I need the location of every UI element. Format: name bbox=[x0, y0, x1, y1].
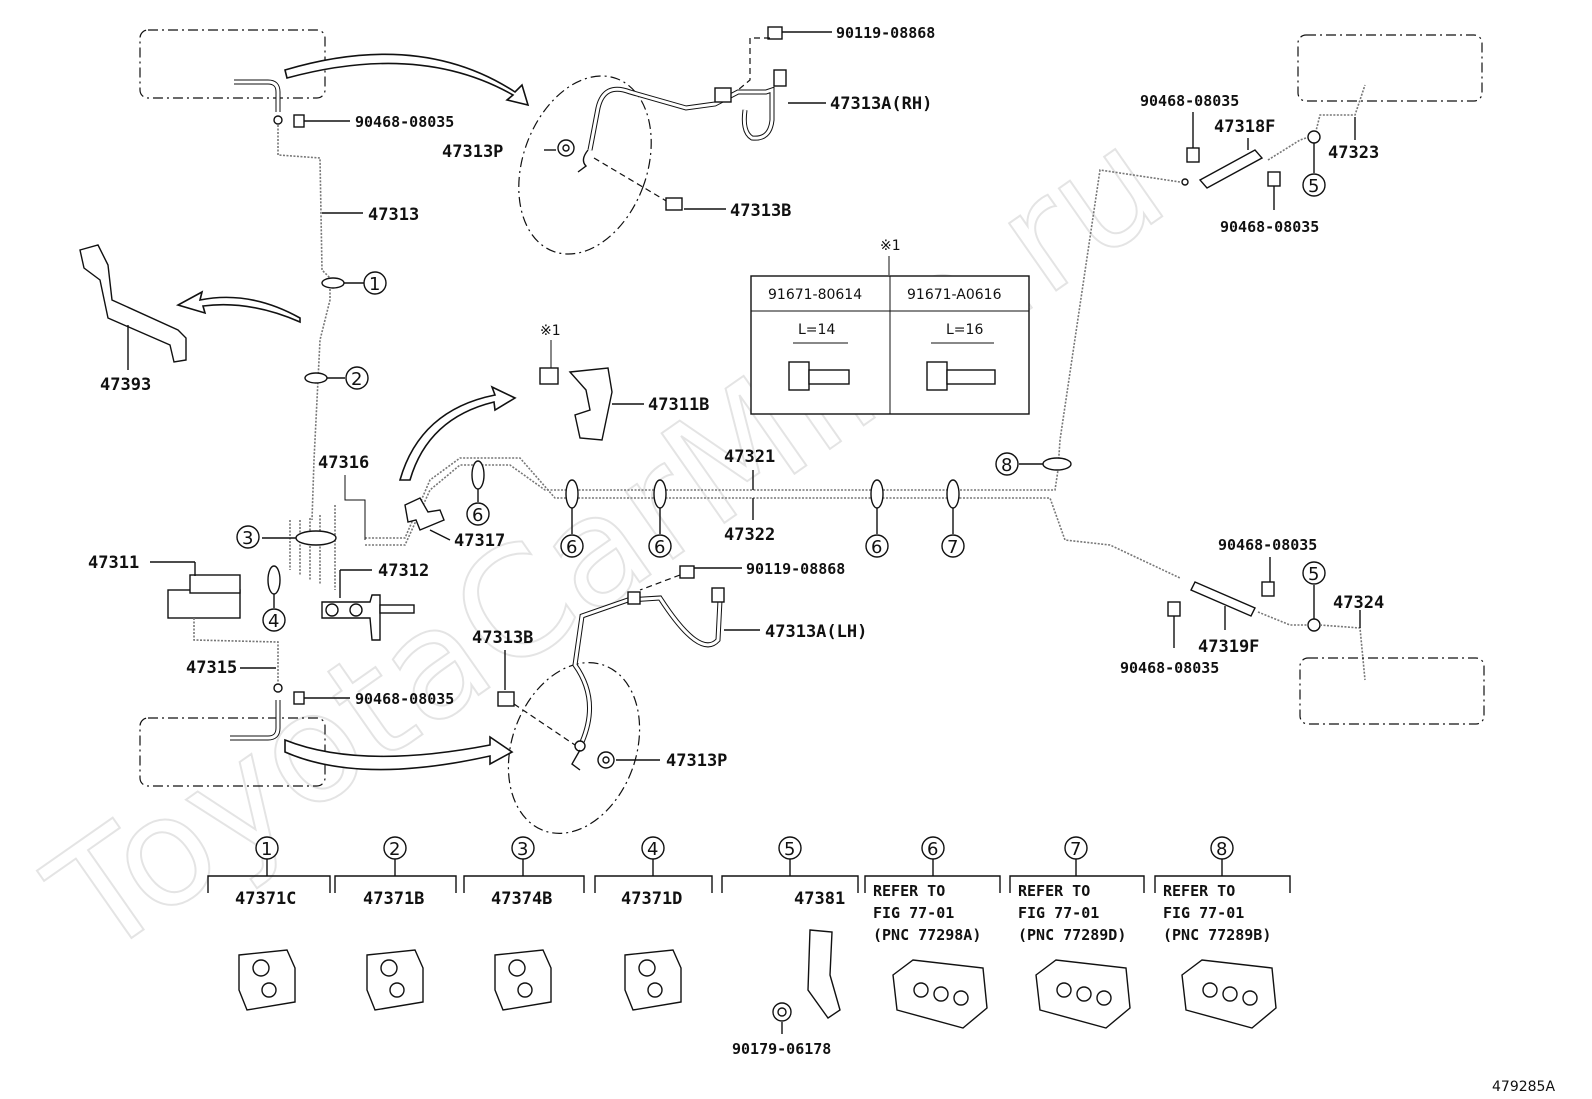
lh-caliper-outline bbox=[507, 662, 641, 834]
callout-6-c: 6 bbox=[654, 537, 665, 558]
label-47316: 47316 bbox=[318, 453, 369, 473]
label-47319F: 47319F bbox=[1198, 637, 1259, 657]
legend-number: 3 bbox=[517, 839, 528, 860]
hose-47318F bbox=[1198, 149, 1264, 189]
legend-number: 2 bbox=[389, 839, 400, 860]
label-47312: 47312 bbox=[378, 561, 429, 581]
table-note-mark: ※1 bbox=[880, 238, 901, 254]
legend-number: 6 bbox=[927, 839, 938, 860]
callout-5-bottom: 5 bbox=[1308, 564, 1319, 585]
label-47321: 47321 bbox=[724, 447, 775, 467]
top-left-outline-box bbox=[139, 29, 326, 99]
top-arrow bbox=[284, 53, 530, 107]
bolt-mid-label: 90119-08868 bbox=[746, 560, 845, 578]
label-47393: 47393 bbox=[100, 375, 151, 395]
legend-item-5: 5 47381 90179-06178 bbox=[721, 836, 859, 1058]
legend-number: 1 bbox=[261, 839, 272, 860]
table-col2-length: L=16 bbox=[946, 322, 983, 338]
legend-part-number: 47371D bbox=[621, 889, 682, 909]
union-47317 bbox=[404, 497, 445, 531]
label-47322: 47322 bbox=[724, 525, 775, 545]
legend-item-4: 4 47371D bbox=[594, 836, 713, 1011]
callout-6-d: 6 bbox=[871, 537, 882, 558]
label-47324: 47324 bbox=[1333, 593, 1384, 613]
legend-item-3: 3 47374B bbox=[463, 836, 585, 1011]
clip-top-right-b-label: 90468-08035 bbox=[1220, 218, 1319, 236]
callout-5-top: 5 bbox=[1308, 176, 1319, 197]
bracket-drawing bbox=[807, 929, 841, 1019]
label-47313B-bottom: 47313B bbox=[472, 628, 533, 648]
callout-1: 1 bbox=[369, 274, 380, 295]
callout-7: 7 bbox=[947, 537, 958, 558]
table-col1-length: L=14 bbox=[798, 322, 835, 338]
bracket-47311B bbox=[568, 367, 613, 441]
rh-caliper-outline bbox=[518, 75, 652, 255]
legend-extra-part: 90179-06178 bbox=[732, 1040, 831, 1058]
table-col1-part: 91671-80614 bbox=[768, 287, 862, 303]
label-47311: 47311 bbox=[88, 553, 139, 573]
clip-bottom-right-b-label: 90468-08035 bbox=[1120, 659, 1219, 677]
figure-code: 479285A bbox=[1492, 1079, 1555, 1095]
legend-refer-line: REFER TO bbox=[1163, 882, 1235, 900]
legend-number: 4 bbox=[647, 839, 658, 860]
label-47318F: 47318F bbox=[1214, 117, 1275, 137]
label-47313B-top: 47313B bbox=[730, 201, 791, 221]
legend-refer-line: (PNC 77289B) bbox=[1163, 926, 1271, 944]
label-47313P-top: 47313P bbox=[442, 142, 503, 162]
legend-refer-line: REFER TO bbox=[873, 882, 945, 900]
legend-number: 7 bbox=[1070, 839, 1081, 860]
legend-part-number: 47371C bbox=[235, 889, 296, 909]
watermark: ToyotaCarMine.ru bbox=[20, 95, 1194, 990]
legend-refer-line: (PNC 77298A) bbox=[873, 926, 981, 944]
clamp-drawing bbox=[366, 949, 424, 1011]
note-mark-47311B: ※1 bbox=[540, 323, 561, 339]
legend-refer-line: (PNC 77289D) bbox=[1018, 926, 1126, 944]
legend-part-number: 47371B bbox=[363, 889, 424, 909]
legend-refer-line: FIG 77-01 bbox=[873, 904, 954, 922]
label-47313A-RH: 47313A(RH) bbox=[830, 94, 932, 114]
legend-refer-line: FIG 77-01 bbox=[1018, 904, 1099, 922]
clip-top-left-label: 90468-08035 bbox=[355, 113, 454, 131]
label-47323: 47323 bbox=[1328, 143, 1379, 163]
callout-6-a: 6 bbox=[472, 505, 483, 526]
clip-top-right-a-label: 90468-08035 bbox=[1140, 92, 1239, 110]
clip-bottom-left-label: 90468-08035 bbox=[355, 690, 454, 708]
legend: 1 47371C 2 47371B 3 47374B 4 47371D 5 47381 90179-… bbox=[207, 836, 1291, 1058]
callout-2: 2 bbox=[351, 369, 362, 390]
valve-47311 bbox=[167, 589, 241, 619]
bolt-top-label: 90119-08868 bbox=[836, 24, 935, 42]
legend-number: 8 bbox=[1216, 839, 1227, 860]
label-47317: 47317 bbox=[454, 531, 505, 551]
clamp-drawing bbox=[624, 949, 682, 1011]
label-47313P-bottom: 47313P bbox=[666, 751, 727, 771]
callout-8: 8 bbox=[1001, 455, 1012, 476]
legend-item-2: 2 47371B bbox=[334, 836, 457, 1011]
label-47311B: 47311B bbox=[648, 395, 709, 415]
callout-1-marker bbox=[363, 271, 387, 295]
legend-item-1: 1 47371C bbox=[207, 836, 331, 1011]
callout-3: 3 bbox=[242, 528, 253, 549]
bracket-47393 bbox=[79, 244, 187, 363]
clip-bottom-right-a-label: 90468-08035 bbox=[1218, 536, 1317, 554]
legend-refer-line: FIG 77-01 bbox=[1163, 904, 1244, 922]
legend-part-number: 47381 bbox=[794, 889, 845, 909]
label-47313A-LH: 47313A(LH) bbox=[765, 622, 867, 642]
bottom-right-outline-box bbox=[1299, 657, 1485, 725]
hose-47319F bbox=[1190, 581, 1256, 617]
clamp-drawing bbox=[494, 949, 552, 1011]
callout-4: 4 bbox=[268, 611, 279, 632]
legend-refer-line: REFER TO bbox=[1018, 882, 1090, 900]
callout-6-b: 6 bbox=[566, 537, 577, 558]
label-47313: 47313 bbox=[368, 205, 419, 225]
clamp-drawing bbox=[238, 949, 296, 1011]
label-47315: 47315 bbox=[186, 658, 237, 678]
legend-number: 5 bbox=[784, 839, 795, 860]
legend-part-number: 47374B bbox=[491, 889, 552, 909]
table-col2-part: 91671-A0616 bbox=[907, 287, 1002, 303]
top-right-outline-box bbox=[1297, 34, 1483, 102]
